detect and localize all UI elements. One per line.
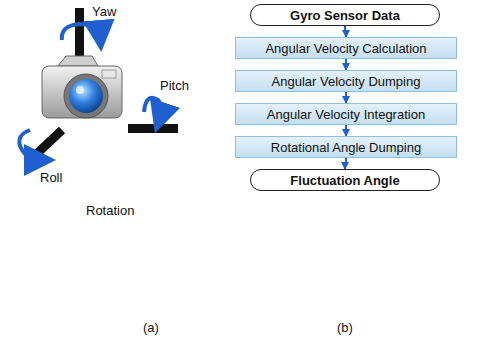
terminal-box: Fluctuation Angle [250,169,440,191]
box-text: Angular Velocity Calculation [265,41,426,56]
box-text: Fluctuation Angle [290,173,399,188]
process-box: Rotational Angle Dumping [235,136,457,158]
process-box: Angular Velocity Integration [235,103,457,125]
subfigure-label: (a) [143,320,159,335]
flow-arrow [345,92,347,103]
box-text: Angular Velocity Dumping [272,74,421,89]
flow-arrow [345,158,346,169]
terminal-box: Gyro Sensor Data [250,4,440,26]
process-box: Angular Velocity Dumping [235,70,457,92]
axis-label: Yaw [92,4,116,19]
figure-note: Rotation [86,203,134,218]
roll-arrow [19,130,40,160]
flow-arrow [345,59,347,70]
axis-label: Roll [40,170,62,185]
process-box: Angular Velocity Calculation [235,37,457,59]
box-text: Rotational Angle Dumping [271,140,421,155]
pitch-axis [128,124,178,133]
subfigure-label: (b) [337,320,353,335]
box-text: Angular Velocity Integration [267,107,425,122]
box-text: Gyro Sensor Data [290,8,400,23]
flow-arrow [345,125,347,136]
pitch-arrow [144,98,162,118]
camera [42,56,122,118]
axis-label: Pitch [160,78,189,93]
yaw-arrow [62,24,100,40]
flow-arrow [345,26,346,37]
